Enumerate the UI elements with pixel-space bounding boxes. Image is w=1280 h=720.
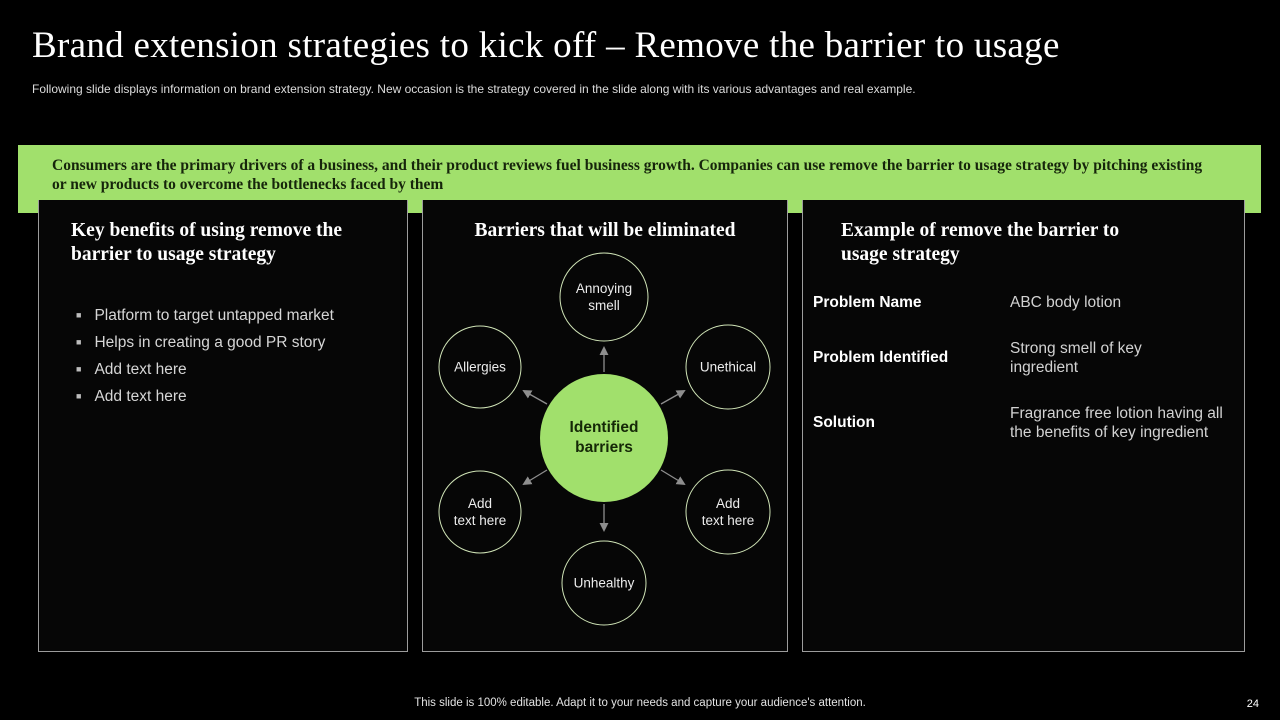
unethical-circle <box>685 324 771 410</box>
arrow-to-allergies <box>522 390 548 405</box>
slide-subtitle: Following slide displays information on … <box>32 82 916 96</box>
example-panel: Example of remove the barrier to usage s… <box>802 200 1245 652</box>
arrow-to-add-text-right <box>660 469 686 486</box>
benefit-list-item: ■ Platform to target untapped market <box>76 302 389 329</box>
arrow-to-unethical <box>660 390 686 405</box>
node-label-unhealthy: Unhealthy <box>573 575 635 591</box>
example-row-label: Solution <box>813 414 875 431</box>
example-row-label: Problem Identified <box>813 349 949 366</box>
slide-title: Brand extension strategies to kick off –… <box>32 25 1060 66</box>
benefit-item-label: Platform to target untapped market <box>94 307 334 324</box>
example-row: Problem Identified Strong smell of key i… <box>813 339 1228 377</box>
benefit-item-label: Helps in creating a good PR story <box>94 334 326 351</box>
example-row: Problem Name ABC body lotion <box>813 293 1228 312</box>
square-bullet-icon: ■ <box>76 337 82 347</box>
node-label-add-text-right: Add text here <box>701 496 755 528</box>
benefits-list: ■ Platform to target untapped market ■ H… <box>39 302 407 410</box>
footer-note: This slide is 100% editable. Adapt it to… <box>414 697 866 709</box>
page-number: 24 <box>1246 698 1259 710</box>
example-panel-title: Example of remove the barrier to usage s… <box>841 220 1120 265</box>
add-text-right-circle <box>685 469 771 555</box>
barriers-panel-title: Barriers that will be eliminated <box>474 220 736 241</box>
node-label-add-text-left: Add text here <box>453 496 507 528</box>
node-label-identified-barriers: Identified barriers <box>569 419 639 456</box>
arrow-to-add-text-left <box>522 469 548 486</box>
example-row-value: Fragrance free lotion having all the ben… <box>1010 405 1223 441</box>
example-row-value: ABC body lotion <box>1010 294 1122 311</box>
square-bullet-icon: ■ <box>76 364 82 374</box>
benefit-item-label: Add text here <box>94 388 187 405</box>
unhealthy-circle <box>561 540 647 626</box>
barriers-panel: Barriers that will be eliminated Annoyin… <box>422 200 788 652</box>
benefit-list-item: ■ Add text here <box>76 383 389 410</box>
benefits-panel-title: Key benefits of using remove the barrier… <box>71 220 342 265</box>
annoying-smell-circle <box>559 252 649 342</box>
square-bullet-icon: ■ <box>76 391 82 401</box>
benefit-item-label: Add text here <box>94 361 187 378</box>
allergies-circle <box>438 325 522 409</box>
example-row-label: Problem Name <box>813 293 922 311</box>
node-label-allergies: Allergies <box>454 359 506 375</box>
barriers-diagram <box>438 252 771 626</box>
benefits-panel: Key benefits of using remove the barrier… <box>38 200 408 652</box>
identified-barriers-circle <box>540 374 668 502</box>
benefit-list-item: ■ Add text here <box>76 356 389 383</box>
example-row: Solution Fragrance free lotion having al… <box>813 404 1228 442</box>
example-row-value: Strong smell of key ingredient <box>1010 340 1142 376</box>
square-bullet-icon: ■ <box>76 310 82 320</box>
node-label-unethical: Unethical <box>699 359 757 375</box>
add-text-left-circle <box>438 470 522 554</box>
benefit-list-item: ■ Helps in creating a good PR story <box>76 329 389 356</box>
node-label-annoying-smell: Annoying smell <box>575 281 633 313</box>
example-rows: Problem Name ABC body lotion Problem Ide… <box>803 293 1244 442</box>
